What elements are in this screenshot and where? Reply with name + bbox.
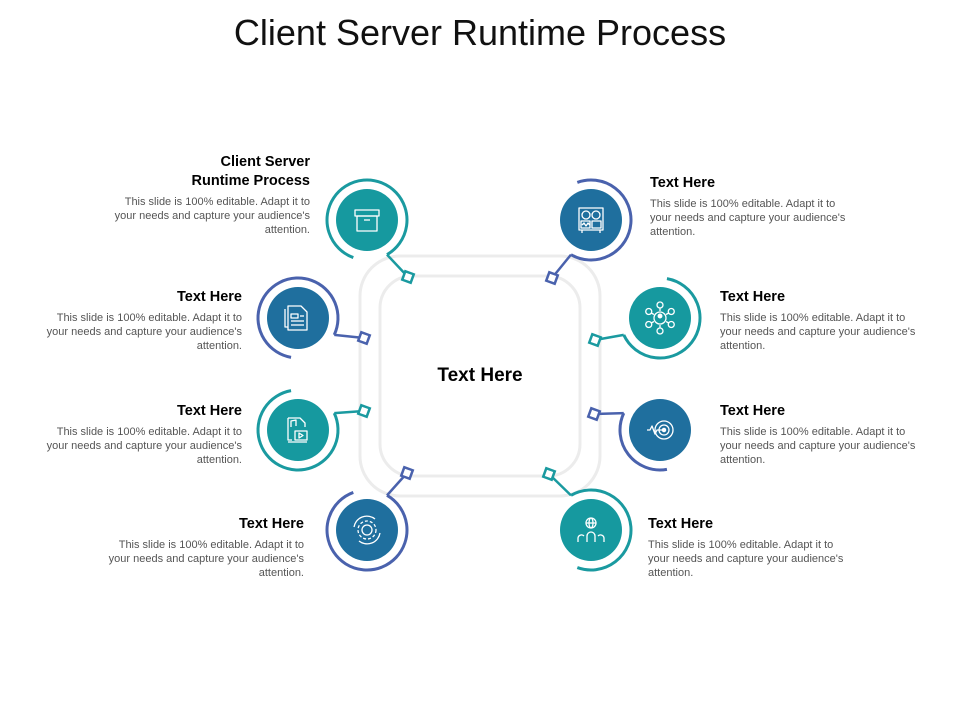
- connector-diamond: [400, 269, 416, 285]
- node-circle: [560, 189, 622, 251]
- block-heading: Text Here: [176, 289, 242, 305]
- text-block-7: Text Here This slide is 100% editable. A…: [720, 402, 920, 467]
- text-block-4: Text Here This slide is 100% editable. A…: [104, 515, 304, 580]
- document-icon: [284, 305, 308, 331]
- connector-diamond: [544, 270, 560, 286]
- target-pulse-icon: [647, 420, 674, 440]
- block-description: This slide is 100% editable. Adapt it to…: [720, 426, 916, 466]
- block-heading: Text Here: [650, 175, 716, 191]
- slide-title: Client Server Runtime Process: [233, 12, 727, 53]
- block-description: This slide is 100% editable. Adapt it to…: [114, 196, 310, 236]
- block-heading: Text Here: [648, 516, 714, 532]
- node-arc: [325, 491, 409, 572]
- process-node-7: [586, 399, 691, 472]
- media-file-icon: [287, 417, 308, 443]
- outer-frame: [358, 254, 602, 498]
- block-heading: Text Here: [720, 403, 786, 419]
- process-node-8: [541, 466, 633, 572]
- block-heading: Text Here: [720, 289, 786, 305]
- archive-box-icon: [354, 209, 380, 232]
- center-label: Text Here: [437, 365, 523, 386]
- block-heading: Client Server Runtime Process: [191, 154, 310, 189]
- node-circle: [267, 399, 329, 461]
- node-arc: [570, 488, 633, 572]
- connector-diamond: [541, 466, 557, 482]
- gear-cycle-icon: [353, 515, 381, 545]
- node-circle: [336, 499, 398, 561]
- process-node-1: [325, 178, 416, 285]
- process-node-2: [256, 276, 372, 359]
- text-block-5: Text Here This slide is 100% editable. A…: [650, 174, 850, 239]
- control-panel-icon: [578, 207, 604, 233]
- process-node-4: [325, 465, 415, 572]
- text-block-8: Text Here This slide is 100% editable. A…: [648, 515, 848, 580]
- block-description: This slide is 100% editable. Adapt it to…: [650, 198, 846, 238]
- text-block-6: Text Here This slide is 100% editable. A…: [720, 288, 920, 353]
- node-circle: [560, 499, 622, 561]
- connector-diamond: [356, 330, 372, 346]
- process-node-6: [587, 277, 702, 360]
- node-arc: [622, 277, 702, 360]
- user-network-icon: [645, 301, 675, 335]
- inner-frame: [378, 274, 582, 478]
- text-block-3: Text Here This slide is 100% editable. A…: [42, 402, 242, 467]
- connector-diamond: [587, 332, 603, 348]
- text-block-1: Client Server Runtime Process This slide…: [110, 153, 310, 237]
- block-description: This slide is 100% editable. Adapt it to…: [108, 539, 304, 579]
- block-description: This slide is 100% editable. Adapt it to…: [720, 312, 916, 352]
- process-node-3: [256, 389, 372, 472]
- text-block-2: Text Here This slide is 100% editable. A…: [42, 288, 242, 353]
- connector-diamond: [399, 465, 415, 481]
- connector-diamond: [586, 406, 602, 422]
- node-arc: [256, 276, 340, 359]
- connector-diamond: [356, 403, 372, 419]
- block-description: This slide is 100% editable. Adapt it to…: [648, 539, 844, 579]
- node-arc: [570, 178, 633, 262]
- node-arc: [325, 178, 409, 259]
- node-arc: [618, 412, 668, 472]
- block-heading: Text Here: [176, 403, 242, 419]
- block-description: This slide is 100% editable. Adapt it to…: [46, 426, 242, 466]
- block-heading: Text Here: [238, 516, 304, 532]
- process-node-5: [544, 178, 633, 286]
- global-team-icon: [577, 517, 605, 542]
- node-arc: [256, 389, 340, 472]
- block-description: This slide is 100% editable. Adapt it to…: [46, 312, 242, 352]
